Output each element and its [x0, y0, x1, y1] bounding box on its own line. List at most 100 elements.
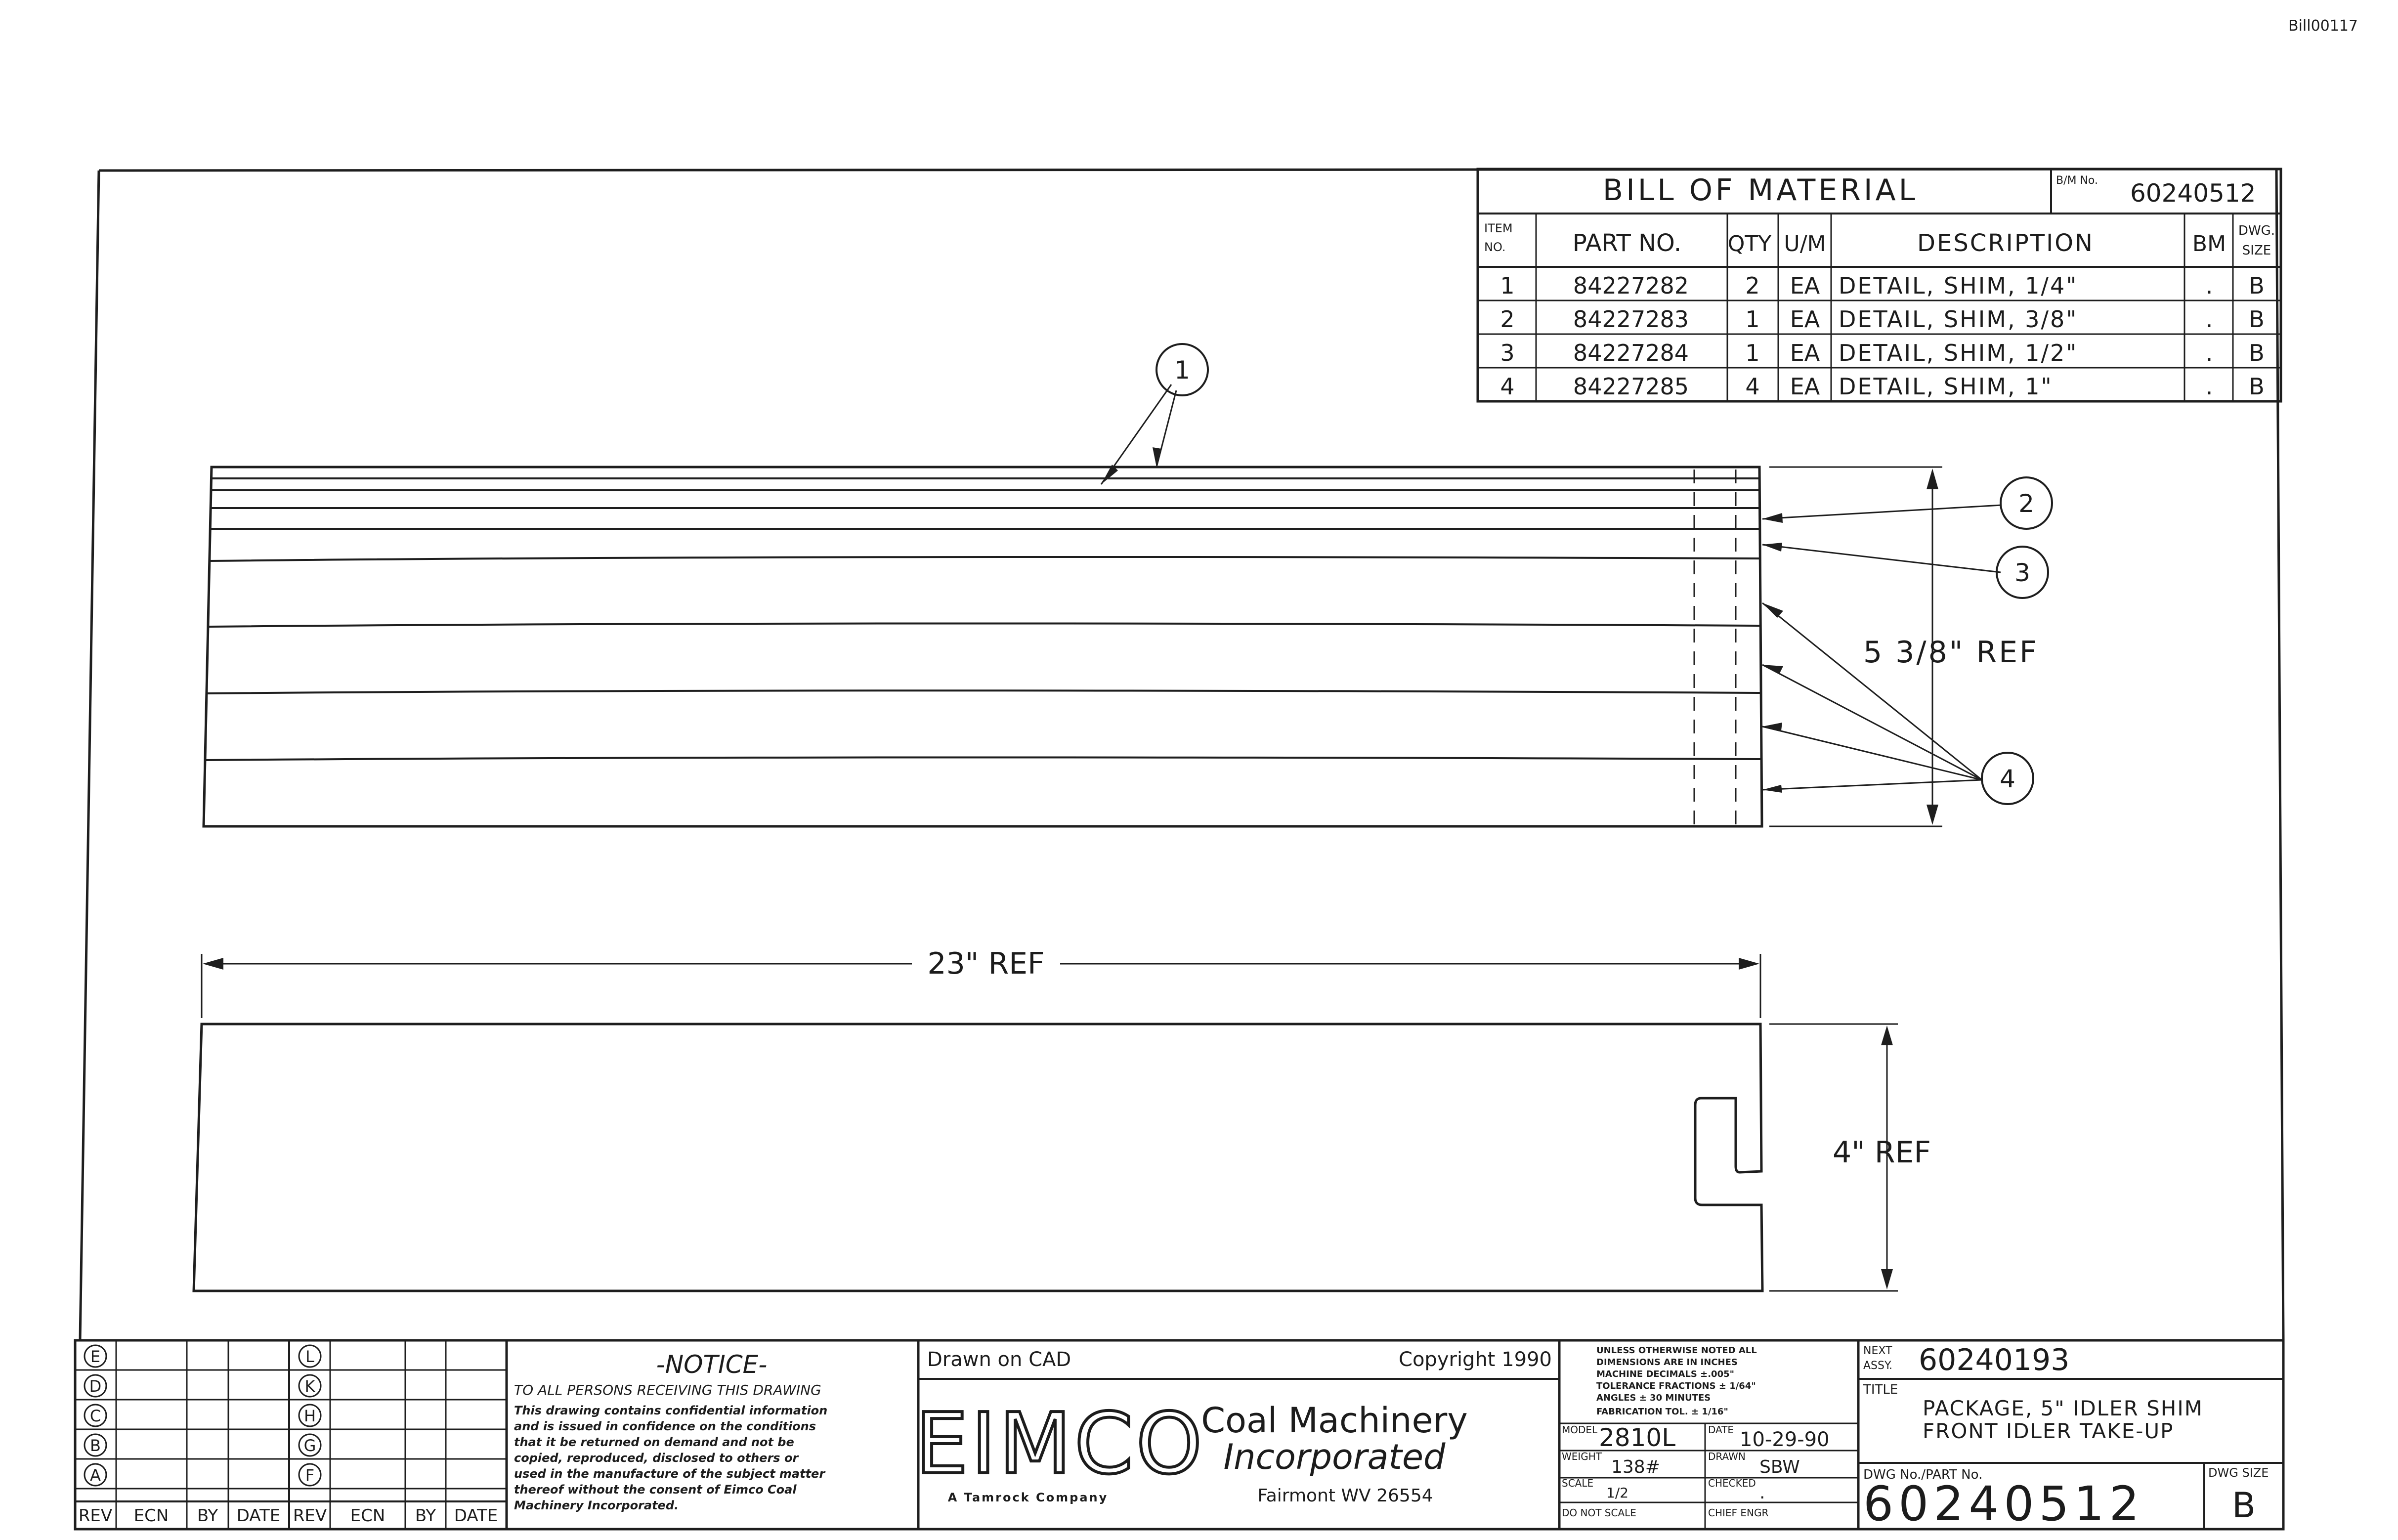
- bom-cell-bm: .: [2206, 272, 2213, 299]
- bom-cell-um: EA: [1790, 373, 1820, 400]
- bom-number-label: B/M No.: [2056, 174, 2098, 187]
- shim-stack-view: [202, 466, 1763, 828]
- rev-letter-k: K: [298, 1374, 322, 1398]
- dimension-length-label: 23" REF: [927, 946, 1044, 981]
- rev-letter-g: G: [298, 1433, 322, 1457]
- bom-cell-bm: .: [2206, 306, 2213, 333]
- bom-number: 60240512: [2130, 179, 2256, 208]
- shim-stack-outline: [202, 466, 1763, 828]
- svg-text:C: C: [90, 1407, 101, 1425]
- callout-balloon-2: 2: [2000, 476, 2053, 530]
- rev-footer-ecn: ECN: [134, 1506, 169, 1526]
- callout-number: 1: [1174, 356, 1190, 385]
- svg-text:K: K: [305, 1377, 316, 1396]
- dimension-height: 5 3/8" REF: [1769, 466, 2039, 827]
- dimension-height-label: 5 3/8" REF: [1863, 635, 2039, 670]
- scale-value: 1/2: [1606, 1485, 1628, 1501]
- drawing-id-block: NEXT ASSY. 60240193 TITLE PACKAGE, 5" ID…: [1858, 1343, 2283, 1532]
- title-line1: PACKAGE, 5" IDLER SHIM: [1923, 1396, 2203, 1420]
- notice-line: This drawing contains confidential infor…: [514, 1404, 827, 1417]
- company-block: Drawn on CAD Copyright 1990 EIMCO Coal M…: [914, 1340, 1561, 1529]
- shim-layer-line: [206, 689, 1761, 694]
- callout-balloon-3: 3: [1996, 546, 2049, 599]
- bom-cell-description: DETAIL, SHIM, 1/4": [1839, 272, 2078, 299]
- bom-cell-qty: 1: [1745, 340, 1759, 366]
- callout-balloon-1: 1: [1156, 343, 1209, 396]
- bom-frame: [1476, 168, 2282, 403]
- bom-cell-description: DETAIL, SHIM, 1/2": [1839, 340, 2078, 366]
- date-label: DATE: [1708, 1424, 1734, 1436]
- bom-cell-part: 84227284: [1573, 340, 1689, 366]
- rev-footer-ecn: ECN: [350, 1506, 385, 1526]
- callout-number: 2: [2018, 489, 2034, 518]
- company-name-line2: Incorporated: [1224, 1437, 1446, 1477]
- rev-letter-a: A: [84, 1463, 107, 1487]
- bom-cell-size: B: [2249, 272, 2265, 299]
- svg-text:E: E: [90, 1347, 100, 1366]
- dimension-width-label: 4" REF: [1833, 1135, 1931, 1170]
- drawn-label: DRAWN: [1708, 1451, 1746, 1462]
- bom-cell-item: 1: [1500, 272, 1514, 299]
- rev-letter-h: H: [298, 1404, 322, 1427]
- bom-header-bm: BM: [2192, 231, 2226, 257]
- shim-layer-line: [208, 556, 1761, 562]
- notice-line: used in the manufacture of the subject m…: [514, 1467, 826, 1481]
- drawn-value: SBW: [1759, 1457, 1800, 1477]
- bom-cell-bm: .: [2206, 373, 2213, 400]
- date-value: 10-29-90: [1740, 1428, 1830, 1451]
- rev-footer-by: BY: [415, 1506, 436, 1526]
- tolerance-line: UNLESS OTHERWISE NOTED ALL: [1596, 1345, 1757, 1356]
- bom-cell-size: B: [2249, 373, 2265, 400]
- bom-cell-qty: 2: [1745, 272, 1759, 299]
- shim-plan-view: [192, 1023, 1764, 1292]
- eimco-logo: EIMCO: [915, 1395, 1205, 1493]
- bom-row: 3 84227284 1 EA DETAIL, SHIM, 1/2" . B: [1500, 340, 2264, 366]
- company-tagline: A Tamrock Company: [948, 1491, 1109, 1504]
- svg-text:H: H: [304, 1407, 316, 1425]
- rev-letter-e: E: [84, 1344, 107, 1368]
- checked-value: .: [1759, 1483, 1765, 1503]
- leader-lines: [1100, 384, 2002, 793]
- svg-text:G: G: [304, 1436, 316, 1455]
- bom-cell-size: B: [2249, 340, 2265, 366]
- dwg-size-value: B: [2232, 1485, 2256, 1526]
- rev-footer-rev: REV: [79, 1506, 112, 1526]
- chief-engr: CHIEF ENGR: [1708, 1507, 1768, 1519]
- rev-letter-c: C: [84, 1404, 107, 1427]
- bom-header-dwg-bottom: SIZE: [2242, 243, 2271, 258]
- shim-layer-line: [204, 756, 1762, 761]
- dwg-size-label: DWG SIZE: [2208, 1466, 2269, 1480]
- rev-footer-date: DATE: [454, 1506, 498, 1526]
- bom-header-item-top: ITEM: [1484, 221, 1513, 235]
- bom-cell-part: 84227285: [1573, 373, 1689, 400]
- svg-text:B: B: [90, 1436, 101, 1455]
- bom-cell-part: 84227283: [1573, 306, 1689, 333]
- rev-footer-date: DATE: [237, 1506, 280, 1526]
- drawn-on-cad: Drawn on CAD: [927, 1348, 1071, 1371]
- bom-cell-bm: .: [2206, 340, 2213, 366]
- svg-text:D: D: [89, 1377, 102, 1396]
- dwg-no-value: 60240512: [1863, 1476, 2144, 1532]
- bom-cell-item: 2: [1500, 306, 1514, 333]
- tolerance-line: MACHINE DECIMALS ±.005": [1596, 1369, 1734, 1379]
- revision-block: E D C B A L K H G F REV ECN BY DATE REV …: [75, 1340, 508, 1529]
- bom-cell-description: DETAIL, SHIM, 3/8": [1839, 306, 2078, 333]
- model-value: 2810L: [1599, 1423, 1675, 1452]
- bom-header-qty: QTY: [1728, 231, 1772, 257]
- dwg-no-label: DWG No./PART No.: [1863, 1467, 1982, 1482]
- company-location: Fairmont WV 26554: [1257, 1486, 1433, 1506]
- svg-text:L: L: [305, 1347, 314, 1366]
- bom-cell-um: EA: [1790, 306, 1820, 333]
- title-block: E D C B A L K H G F REV ECN BY DATE REV …: [74, 1339, 2285, 1532]
- next-assy-label-line2: ASSY.: [1863, 1360, 1892, 1372]
- rev-letter-b: B: [84, 1433, 107, 1457]
- next-assy-label-line1: NEXT: [1863, 1345, 1892, 1357]
- model-label: MODEL: [1562, 1424, 1598, 1436]
- copyright: Copyright 1990: [1399, 1348, 1552, 1371]
- bom-cell-description: DETAIL, SHIM, 1": [1839, 373, 2053, 400]
- bom-cell-um: EA: [1790, 340, 1820, 366]
- do-not-scale: DO NOT SCALE: [1562, 1507, 1636, 1519]
- bom-cell-qty: 1: [1745, 306, 1759, 333]
- bom-header-item-bottom: NO.: [1484, 240, 1506, 254]
- rev-letter-l: L: [298, 1344, 322, 1368]
